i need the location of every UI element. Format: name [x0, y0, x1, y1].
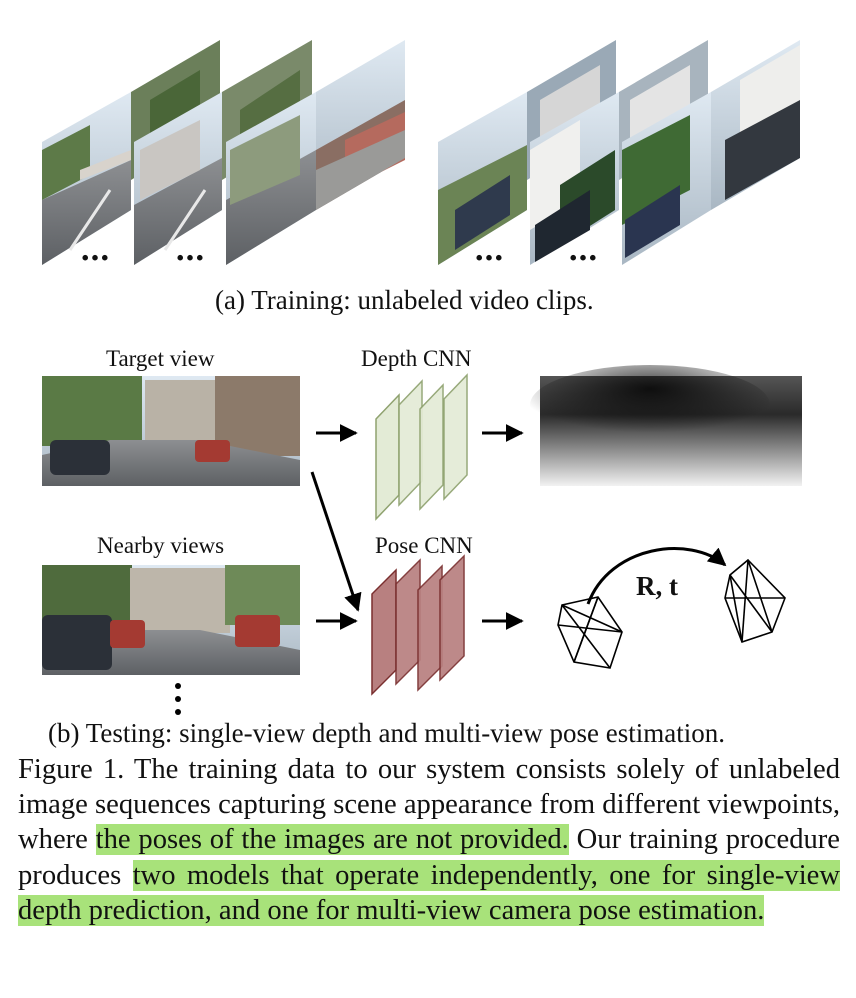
pose-cnn-block	[371, 554, 465, 696]
depth-cnn-layer	[398, 379, 423, 507]
depth-cnn-block	[375, 373, 468, 521]
ellipsis: …	[568, 233, 600, 268]
depth-cnn-label: Depth CNN	[361, 346, 472, 371]
depth-map-image	[530, 365, 802, 486]
frame	[438, 92, 527, 265]
pose-cnn-layer	[371, 568, 397, 696]
frame	[42, 92, 131, 265]
nearby-views-label: Nearby views	[97, 533, 225, 558]
caption-middle: Our training procedure produces	[18, 824, 841, 891]
frame	[134, 92, 222, 265]
vertical-ellipsis-icon	[175, 683, 181, 715]
caption-highlight-1: the poses of the images are not provided…	[95, 824, 569, 856]
camera-pose-left	[557, 596, 623, 669]
subcaption-b: (b) Testing: single-view depth and multi…	[48, 718, 725, 748]
rt-label: R, t	[636, 571, 678, 601]
frame	[622, 92, 711, 265]
arrow	[310, 471, 362, 612]
ellipsis: …	[175, 233, 207, 268]
training-clip-1	[42, 40, 405, 265]
ellipsis: …	[474, 233, 506, 268]
training-clip-2	[438, 40, 800, 265]
depth-cnn-layer	[375, 393, 400, 521]
depth-cnn-layer	[443, 373, 468, 501]
frame	[530, 92, 619, 265]
depth-cnn-layer	[419, 383, 444, 511]
caption-lead: Figure 1. The training data to our syste…	[18, 754, 840, 856]
subcaption-a: (a) Training: unlabeled video clips.	[215, 285, 594, 315]
camera-pose-right	[724, 558, 786, 644]
target-view-image	[42, 376, 300, 486]
pose-cnn-layer	[417, 564, 443, 692]
target-view-label: Target view	[106, 346, 215, 371]
pose-cnn-layer	[439, 554, 465, 682]
caption-highlight-2: two models that operate independently, o…	[18, 859, 840, 926]
nearby-view-image	[42, 565, 300, 675]
pose-cnn-label: Pose CNN	[375, 533, 473, 558]
arrows	[310, 424, 727, 630]
frame	[711, 40, 800, 210]
pose-cnn-layer	[395, 558, 421, 686]
ellipsis: …	[80, 233, 112, 268]
pose-transform-arrow	[586, 547, 727, 605]
frame	[226, 92, 316, 265]
figure-caption: Figure 1. The training data to our syste…	[18, 752, 840, 928]
frame	[316, 40, 405, 210]
